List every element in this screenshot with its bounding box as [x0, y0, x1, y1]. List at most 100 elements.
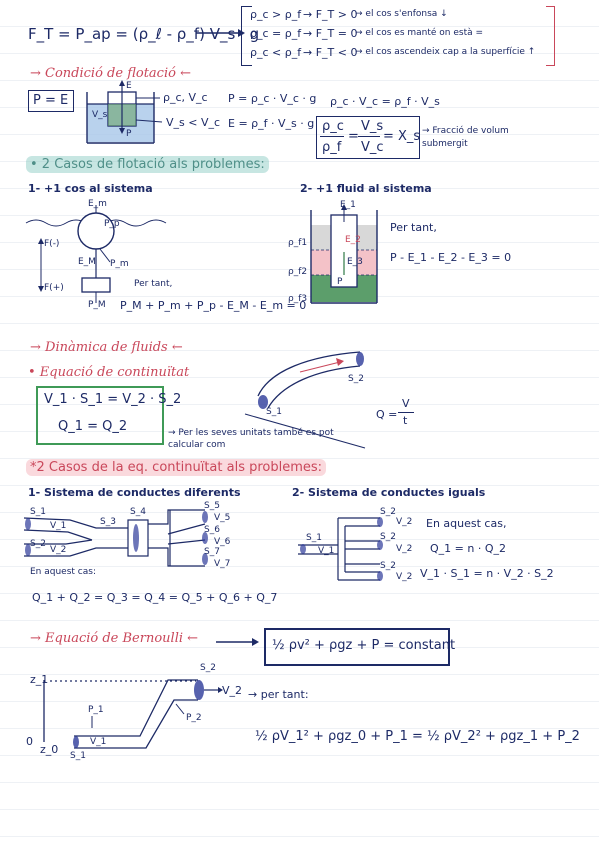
ratio-left-line [320, 136, 344, 137]
c1-v5: V_5 [214, 513, 231, 523]
cas2-e1: E_1 [340, 200, 356, 210]
bern-s2: S_2 [200, 663, 216, 673]
c1-s7: S_7 [204, 547, 220, 557]
ratio-mid-top: V_s [361, 119, 384, 134]
cases-bracket-right [546, 6, 555, 66]
en-aquest-cas-2: En aquest cas, [426, 517, 507, 530]
c1-s1: S_1 [30, 507, 46, 517]
per-les-seves: → Per les seves unitats també es pot cal… [168, 428, 334, 451]
c1-s2: S_2 [30, 539, 46, 549]
ratio-mid-line [358, 136, 380, 137]
cas1-pp: P_p [104, 219, 120, 229]
cas1-fpos: F(+) [44, 283, 64, 293]
cas2-per-tant: Per tant, [390, 221, 437, 234]
bernoulli-formula: ½ ρv² + ρgz + P = constant [272, 638, 456, 653]
bern-per-tant: → per tant: [248, 688, 309, 701]
c2-s2c: S_2 [380, 561, 396, 571]
q-formula-bot: t [403, 414, 408, 427]
v1s1-equation: V_1 · S_1 = V_2 · S_2 [44, 392, 182, 407]
c2-v2a: V_2 [396, 517, 413, 527]
c2-s2b: S_2 [380, 532, 396, 542]
cas1-conductes: 1- Sistema de conductes diferents [28, 486, 241, 499]
c1-s4: S_4 [130, 507, 146, 517]
dinamica-title: → Dinàmica de fluids ← [30, 340, 183, 355]
ratio-right: = X_s [383, 129, 421, 144]
cas2-e3: E_3 [347, 257, 363, 267]
bern-z0: z_0 [40, 743, 59, 756]
cas1-pm: P_m [110, 259, 129, 269]
continuitat-box [36, 386, 164, 445]
cas2-title: 2- +1 fluid al sistema [300, 182, 432, 195]
cas2-e2: E_2 [345, 235, 361, 245]
ratio-left-bot: ρ_f [322, 140, 342, 155]
ratio-eq-sign: = [348, 129, 359, 144]
ratio-mid-bot: V_c [361, 140, 384, 155]
en-aquest-cas-1: En aquest cas: [30, 567, 96, 577]
cas1-eM: E_M [78, 257, 96, 267]
cas1-formula: P_M + P_m + P_p - E_M - E_m = 0 [120, 299, 307, 312]
c1-s5: S_5 [204, 501, 220, 511]
vs-vc-label: V_s < V_c [166, 116, 221, 129]
c1-v6: V_6 [214, 537, 231, 547]
eq-cas2b: V_1 · S_1 = n · V_2 · S_2 [420, 567, 554, 580]
ratio-left-top: ρ_c [322, 119, 344, 134]
c2-v2b: V_2 [396, 544, 413, 554]
cas2-conductes: 2- Sistema de conductes iguals [292, 486, 486, 499]
ratio-box [316, 116, 420, 159]
bern-s1: S_1 [70, 751, 86, 761]
cas1-em: E_m [88, 199, 107, 209]
bern-v1: V_1 [90, 737, 107, 747]
cas2-pf3: ρ_f3 [288, 294, 308, 304]
cas2-p: P [337, 277, 343, 287]
c1-v1: V_1 [50, 521, 67, 531]
main-force-equation: F_T = P_ap = (ρ_ℓ - ρ_f) V_s · g [28, 25, 260, 43]
c2-s2a: S_2 [380, 507, 396, 517]
cas1-fneg: F(-) [44, 239, 60, 249]
bern-v2: V_2 [222, 684, 243, 697]
diagram-p-label: P [126, 129, 132, 139]
dos-casos-flotacio: • 2 Casos de flotació als problemes: [26, 156, 269, 173]
cas1-pM: P_M [88, 300, 106, 310]
e-formula: E = ρ_f · V_s · g [228, 117, 315, 130]
c1-s6: S_6 [204, 525, 220, 535]
p-formula: P = ρ_c · V_c · g [228, 92, 317, 105]
pipe-s1: S_1 [266, 407, 282, 417]
eq-cas2a: Q_1 = n · Q_2 [430, 542, 506, 555]
c2-v1: V_1 [318, 546, 335, 556]
p-equals-e-box [28, 90, 74, 112]
cas1-per-tant: Per tant, [134, 279, 173, 289]
cas1-title: 1- +1 cos al sistema [28, 182, 153, 195]
eq-cas1: Q_1 + Q_2 = Q_3 = Q_4 = Q_5 + Q_6 + Q_7 [32, 591, 278, 604]
dos-casos-continuitat: *2 Casos de la eq. continuïtat als probl… [26, 459, 327, 476]
c1-v2: V_2 [50, 545, 67, 555]
bernoulli-formula-box [264, 628, 450, 666]
q1q2-equation: Q_1 = Q_2 [58, 419, 128, 434]
pc-vc-label: ρ_c, V_c [163, 91, 208, 104]
diagram-vs-label: V_s [92, 110, 108, 120]
p-equals-e: P = E [33, 93, 69, 108]
c2-s1: S_1 [306, 533, 322, 543]
bern-p2: P_2 [186, 713, 202, 723]
condicio-title: → Condició de flotació ← [30, 66, 191, 81]
c1-s3: S_3 [100, 517, 116, 527]
cases-bracket-left [241, 6, 252, 66]
q-formula-left: Q = [376, 408, 398, 421]
fraccio-label: → Fracció de volum submergit [422, 126, 509, 149]
continuitat-title: • Equació de continuïtat [28, 365, 190, 380]
q-formula-top: V [402, 397, 410, 410]
cas2-pf1: ρ_f1 [288, 238, 308, 248]
bern-zero: 0 [26, 735, 33, 748]
cas2-formula: P - E_1 - E_2 - E_3 = 0 [390, 251, 512, 264]
bern-p1: P_1 [88, 705, 104, 715]
balance-equation: ρ_c · V_c = ρ_f · V_s [330, 95, 440, 108]
diagram-e-label: E [126, 81, 132, 91]
bernoulli-title: → Equació de Bernoulli ← [30, 631, 199, 646]
